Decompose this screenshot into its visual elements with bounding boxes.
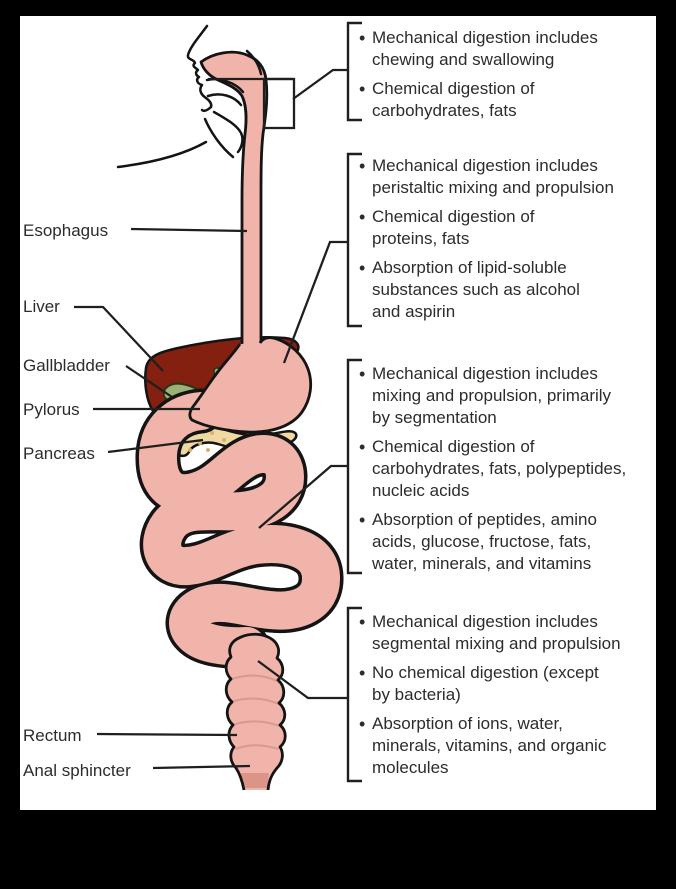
connector-stomach [282, 240, 348, 364]
bullet-line: and aspirin [372, 302, 456, 321]
speckle [188, 448, 192, 452]
bullet-line: Absorption of ions, water, [372, 714, 563, 733]
face-profile-line [186, 24, 213, 109]
bullet-item: Absorption of lipid-soluble substances s… [359, 257, 659, 323]
bullet-line: Mechanical digestion includes [372, 28, 598, 47]
gallbladder-lead-line [125, 365, 173, 398]
connector-small-intestine [258, 464, 348, 529]
bullet-line: segmental mixing and propulsion [372, 634, 621, 653]
bracket-small-intestine [346, 358, 362, 575]
colon-crease [230, 697, 280, 705]
bullet-line: Chemical digestion of [372, 207, 535, 226]
bullet-line: by bacteria) [372, 685, 461, 704]
callout-large-intestine: Mechanical digestion includes segmental … [359, 611, 659, 779]
connector-large-intestine [257, 660, 348, 700]
label-gallbladder: Gallbladder [23, 356, 110, 375]
esophagus-lead-line [130, 227, 248, 233]
callout-stomach: Mechanical digestion includes peristalti… [359, 155, 659, 323]
bullet-line: Chemical digestion of [372, 79, 535, 98]
callout-mouth-list: Mechanical digestion includes chewing an… [359, 27, 659, 122]
under-chin-line [203, 117, 235, 159]
bullet-line: No chemical digestion (except [372, 663, 599, 682]
colon-bottom-shade [239, 773, 269, 788]
head-profile [116, 24, 263, 169]
bullet-line: Mechanical digestion includes [372, 364, 598, 383]
bullet-item: Absorption of peptides, amino acids, glu… [359, 509, 659, 575]
bullet-line: minerals, vitamins, and organic [372, 736, 607, 755]
speckle [210, 431, 214, 435]
mouth-callout-box [262, 77, 296, 130]
bullet-item: Absorption of ions, water, minerals, vit… [359, 713, 659, 779]
label-liver: Liver [23, 297, 60, 316]
bullet-line: acids, glucose, fructose, fats, [372, 532, 592, 551]
label-lead-lines [74, 227, 251, 770]
speckle [206, 448, 210, 452]
anal-sphincter-lead-line [152, 764, 251, 770]
bullet-line: mixing and propulsion, primarily [372, 386, 612, 405]
callout-connectors [208, 68, 348, 700]
callout-large-intestine-list: Mechanical digestion includes segmental … [359, 611, 659, 779]
nape-line [245, 49, 263, 76]
bullet-line: carbohydrates, fats, polypeptides, [372, 459, 627, 478]
colon-crease [235, 744, 279, 750]
callout-brackets [346, 21, 362, 783]
bullet-item: Chemical digestion of carbohydrates, fat… [359, 436, 659, 502]
bullet-item: Mechanical digestion includes mixing and… [359, 363, 659, 429]
pancreas-lead-line [107, 438, 204, 454]
neck-line [116, 140, 208, 169]
label-pylorus: Pylorus [23, 400, 80, 419]
label-anal-sphincter: Anal sphincter [23, 761, 131, 780]
stomach-outline [188, 336, 313, 434]
colon-fill [226, 634, 286, 790]
rectum-lead-line [96, 732, 238, 737]
bullet-item: Mechanical digestion includes chewing an… [359, 27, 659, 71]
bullet-line: by segmentation [372, 408, 497, 427]
colon-crease [232, 720, 281, 727]
bullet-item: No chemical digestion (except by bacteri… [359, 662, 659, 706]
bullet-item: Chemical digestion of proteins, fats [359, 206, 659, 250]
bullet-line: Absorption of lipid-soluble [372, 258, 567, 277]
bullet-line: substances such as alcohol [372, 280, 580, 299]
callout-small-intestine: Mechanical digestion includes mixing and… [359, 363, 659, 575]
callout-small-intestine-list: Mechanical digestion includes mixing and… [359, 363, 659, 575]
callout-mouth: Mechanical digestion includes chewing an… [359, 27, 659, 122]
bullet-item: Chemical digestion of carbohydrates, fat… [359, 78, 659, 122]
bullet-line: peristaltic mixing and propulsion [372, 178, 614, 197]
label-rectum: Rectum [23, 726, 82, 745]
mouth-floor-line [206, 93, 243, 107]
chin-line [200, 105, 213, 113]
bullet-line: molecules [372, 758, 449, 777]
callout-stomach-list: Mechanical digestion includes peristalti… [359, 155, 659, 323]
bullet-line: carbohydrates, fats [372, 101, 517, 120]
bullet-item: Mechanical digestion includes segmental … [359, 611, 659, 655]
bullet-line: water, minerals, and vitamins [372, 554, 592, 573]
small-intestine-shape [135, 388, 344, 669]
label-pancreas: Pancreas [23, 444, 95, 463]
bracket-large-intestine [346, 606, 362, 783]
bullet-line: nucleic acids [372, 481, 470, 500]
stomach-shape [188, 336, 313, 434]
bullet-line: proteins, fats [372, 229, 470, 248]
jaw-line [212, 110, 244, 154]
bullet-line: Mechanical digestion includes [372, 156, 598, 175]
colon-crease [231, 674, 278, 682]
speckle [222, 438, 226, 442]
large-intestine-shape [224, 632, 287, 791]
bracket-stomach [346, 152, 362, 328]
bullet-line: Mechanical digestion includes [372, 612, 598, 631]
label-esophagus: Esophagus [23, 221, 109, 240]
connector-mouth [292, 68, 348, 100]
stomach-fill [189, 337, 311, 433]
bullet-line: Absorption of peptides, amino [372, 510, 597, 529]
bullet-item: Mechanical digestion includes peristalti… [359, 155, 659, 199]
small-intestine-fill [139, 392, 340, 666]
bullet-line: chewing and swallowing [372, 50, 555, 69]
liver-lead-line [74, 305, 164, 372]
bracket-mouth [346, 21, 362, 122]
speckle [198, 441, 202, 445]
bullet-line: Chemical digestion of [372, 437, 535, 456]
